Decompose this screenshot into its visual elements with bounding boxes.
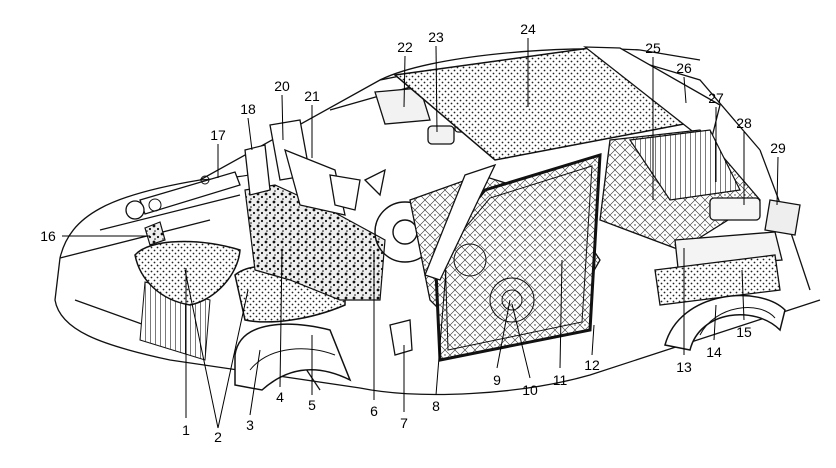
callout-9: 9 bbox=[493, 372, 501, 388]
sun-visor bbox=[374, 87, 431, 125]
callout-4: 4 bbox=[276, 389, 284, 405]
callout-10: 10 bbox=[522, 382, 538, 398]
callout-6: 6 bbox=[370, 403, 378, 419]
callout-8: 8 bbox=[432, 398, 440, 414]
rear-parcel-shelf bbox=[628, 129, 741, 201]
callout-13: 13 bbox=[676, 359, 692, 375]
firewall-insulation bbox=[244, 184, 386, 301]
door-speaker-rings bbox=[453, 243, 535, 323]
callout-22: 22 bbox=[397, 39, 413, 55]
callout-29: 29 bbox=[770, 140, 786, 156]
leader-lines bbox=[62, 38, 779, 429]
callout-25: 25 bbox=[645, 40, 661, 56]
callout-28: 28 bbox=[736, 115, 752, 131]
callout-27: 27 bbox=[708, 90, 724, 106]
callout-21: 21 bbox=[304, 88, 320, 104]
callout-18: 18 bbox=[240, 101, 256, 117]
rear-quarter-panels bbox=[654, 231, 783, 306]
dash-duct-assembly bbox=[244, 119, 386, 216]
callout-23: 23 bbox=[428, 29, 444, 45]
end-panel bbox=[764, 199, 801, 236]
small-bracket bbox=[144, 221, 166, 246]
callout-16: 16 bbox=[40, 228, 56, 244]
callout-7: 7 bbox=[400, 415, 408, 431]
front-wheel-arch-liner bbox=[234, 323, 352, 391]
callout-12: 12 bbox=[584, 357, 600, 373]
callout-3: 3 bbox=[246, 417, 254, 433]
callout-17: 17 bbox=[210, 127, 226, 143]
steering-column-tube bbox=[125, 171, 241, 220]
callout-14: 14 bbox=[706, 344, 722, 360]
callout-20: 20 bbox=[274, 78, 290, 94]
callout-1: 1 bbox=[182, 422, 190, 438]
a-pillar-trim bbox=[424, 163, 497, 281]
callout-24: 24 bbox=[520, 21, 536, 37]
rear-side-pad bbox=[709, 197, 761, 221]
hood-insulation-pad bbox=[134, 240, 241, 306]
callout-26: 26 bbox=[676, 60, 692, 76]
rear-wheel-arch-liner bbox=[664, 294, 786, 351]
callout-numbers: 1 2 3 4 5 6 7 8 9 10 11 12 13 14 15 16 1… bbox=[40, 21, 786, 445]
callout-2: 2 bbox=[214, 429, 222, 445]
callout-15: 15 bbox=[736, 324, 752, 340]
door-clip bbox=[389, 319, 413, 356]
callout-11: 11 bbox=[553, 372, 568, 388]
callout-5: 5 bbox=[308, 397, 316, 413]
